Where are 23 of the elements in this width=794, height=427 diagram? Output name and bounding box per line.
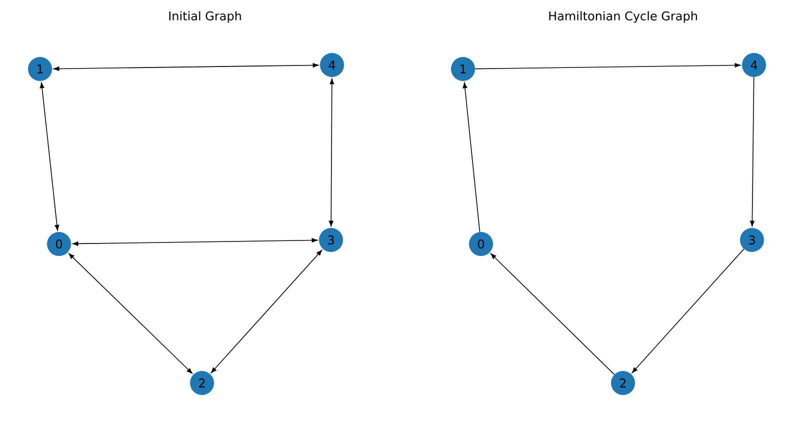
graph-node: 0 — [47, 232, 71, 256]
panel-title: Hamiltonian Cycle Graph — [549, 11, 697, 23]
graph-node: 4 — [742, 53, 766, 77]
arrow — [210, 250, 322, 374]
arrow — [72, 238, 318, 246]
graph-node: 1 — [451, 57, 475, 81]
panel-title: Initial Graph — [169, 11, 241, 23]
arrow — [40, 82, 60, 231]
graph-node: 3 — [740, 228, 764, 252]
arrow — [54, 63, 318, 71]
graph-node: 1 — [28, 57, 52, 81]
arrow — [68, 253, 192, 374]
graph-node: 2 — [611, 370, 635, 395]
graph-node: 2 — [190, 370, 214, 395]
graph-node: 4 — [320, 53, 344, 77]
arrow — [750, 76, 754, 226]
graph-node: 0 — [469, 232, 493, 256]
arrow — [328, 78, 334, 226]
graph-node: 3 — [319, 228, 343, 252]
arrow — [474, 63, 740, 70]
arrow — [462, 82, 480, 232]
arrow — [632, 248, 744, 374]
arrow — [490, 253, 615, 375]
